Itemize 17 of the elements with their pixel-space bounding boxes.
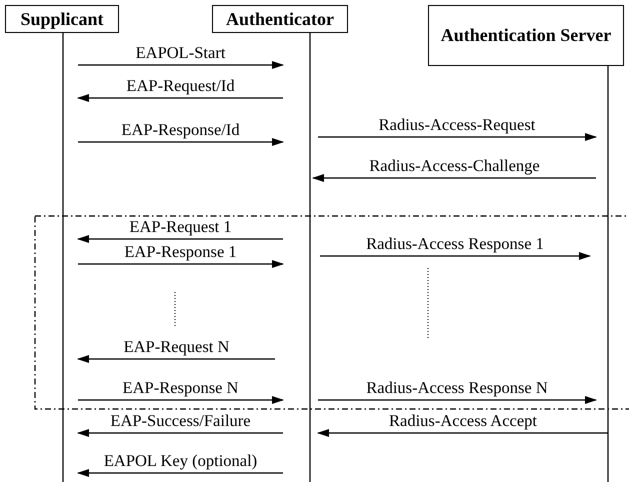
message-label: EAP-Request N — [124, 339, 230, 356]
message-label: Radius-Access Accept — [389, 413, 537, 430]
message-label: EAP-Response N — [122, 380, 238, 396]
participant-box: Supplicant — [5, 5, 119, 33]
message-label: EAPOL-Start — [136, 45, 226, 62]
participant-box: Authenticator — [212, 5, 348, 33]
message-label: EAP-Success/Failure — [110, 413, 251, 430]
message-label: EAP-Response 1 — [124, 244, 237, 260]
message-label: EAP-Request 1 — [129, 219, 232, 236]
message-label: Radius-Access Response N — [366, 380, 548, 396]
message-label: EAPOL Key (optional) — [104, 453, 258, 470]
message-label: EAP-Request/Id — [126, 78, 235, 94]
message-label: Radius-Access-Request — [378, 117, 536, 134]
message-label: Radius-Access-Challenge — [369, 158, 540, 174]
message-label: EAP-Response/Id — [121, 122, 240, 138]
participant-box: Authentication Server — [428, 5, 624, 66]
message-label: Radius-Access Response 1 — [366, 236, 544, 252]
